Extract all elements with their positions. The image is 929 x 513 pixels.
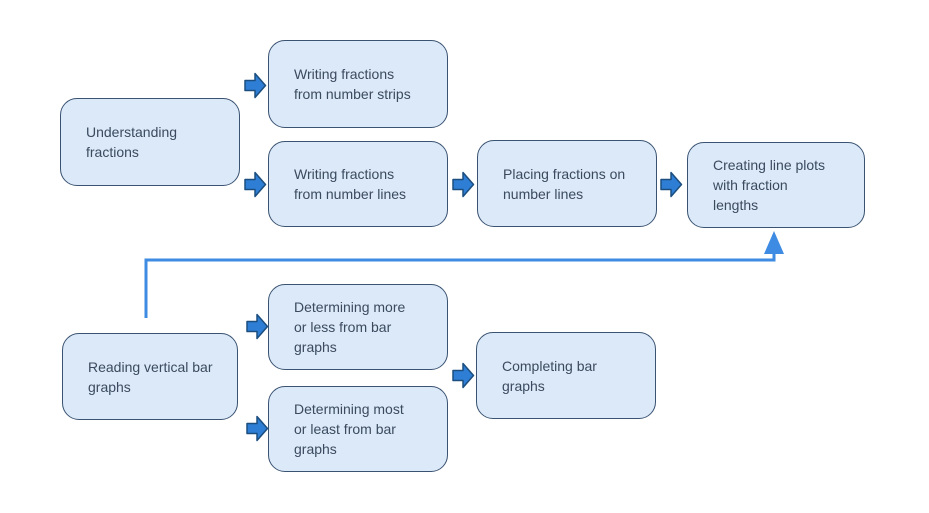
node-label: Determining most or least from bar graph… — [294, 401, 404, 457]
block-arrow-icon-understanding-to-number-lines — [244, 171, 267, 198]
node-placing-fractions-on-number-lines[interactable]: Placing fractions on number lines — [477, 140, 657, 227]
node-label: Creating line plots with fraction length… — [713, 157, 826, 213]
block-arrow-icon-reading-to-most-or-least — [246, 415, 269, 442]
block-arrow-icon-reading-to-more-or-less — [246, 313, 269, 340]
block-arrow-icon-placing-to-creating-line-plots — [660, 171, 683, 198]
node-label: Reading vertical bar graphs — [88, 358, 213, 395]
block-arrow-icon-understanding-to-number-strips — [244, 72, 267, 99]
node-reading-vertical-bar-graphs[interactable]: Reading vertical bar graphs — [62, 333, 238, 420]
node-creating-line-plots-with-fraction-lengths[interactable]: Creating line plots with fraction length… — [687, 142, 865, 228]
node-label: Determining more or less from bar graphs — [294, 299, 406, 355]
node-label: Writing fractions from number strips — [294, 66, 411, 102]
node-determining-most-or-least-from-bar-graphs[interactable]: Determining most or least from bar graph… — [268, 386, 448, 472]
node-completing-bar-graphs[interactable]: Completing bar graphs — [476, 332, 656, 419]
node-label: Writing fractions from number lines — [294, 166, 407, 202]
block-arrow-icon-determining-to-completing — [452, 362, 475, 389]
node-label: Completing bar graphs — [502, 357, 597, 394]
node-label: Understanding fractions — [86, 124, 178, 160]
node-writing-fractions-from-number-lines[interactable]: Writing fractions from number lines — [268, 141, 448, 227]
node-label: Placing fractions on number lines — [503, 165, 626, 202]
node-understanding-fractions[interactable]: Understanding fractions — [60, 98, 240, 186]
node-determining-more-or-less-from-bar-graphs[interactable]: Determining more or less from bar graphs — [268, 284, 448, 370]
block-arrow-icon-number-lines-to-placing — [452, 171, 475, 198]
node-writing-fractions-from-number-strips[interactable]: Writing fractions from number strips — [268, 40, 448, 128]
